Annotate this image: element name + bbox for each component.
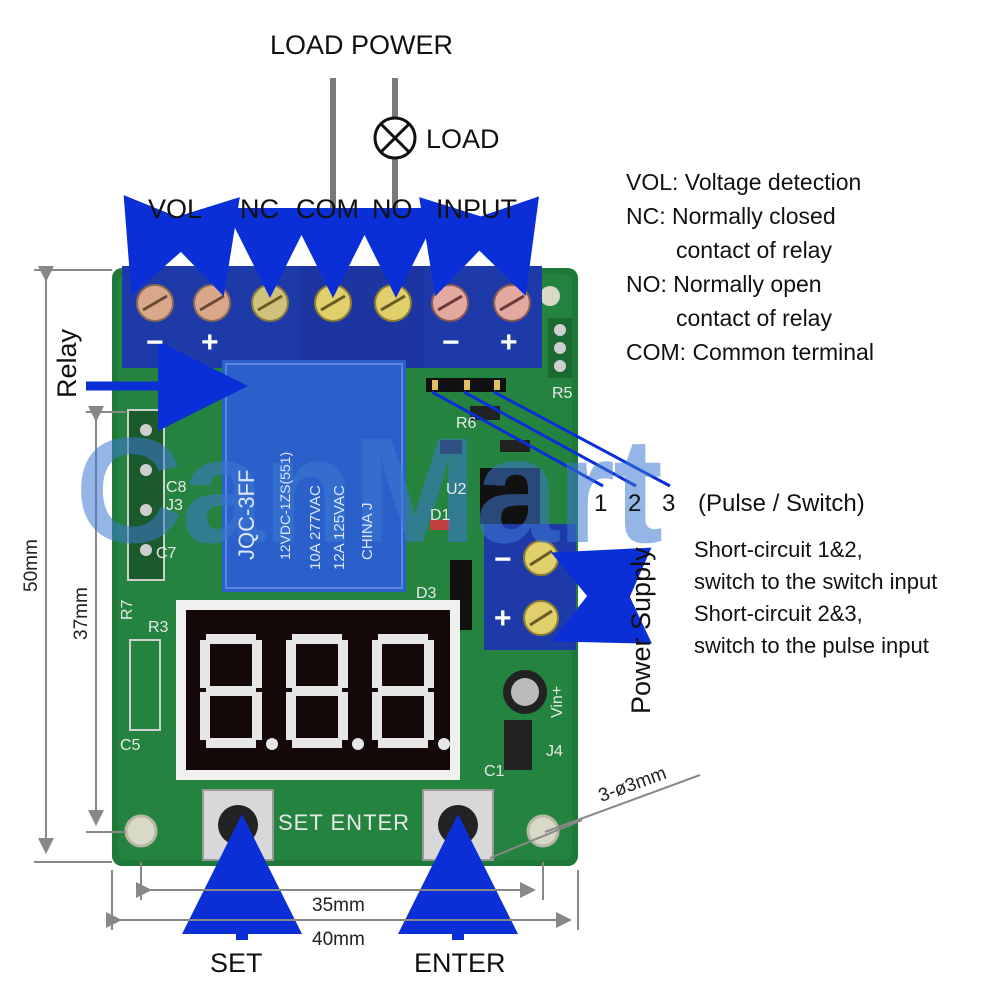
smd-components — [127, 406, 547, 770]
silkscreen-c8: C8 — [166, 479, 187, 496]
silkscreen-c1: C1 — [484, 763, 505, 780]
set-button-label: SET — [210, 948, 263, 978]
legend-nc-desc: contact of relay — [676, 237, 832, 263]
load-power-label: LOAD POWER — [270, 30, 454, 60]
terminal-label-no: NO — [372, 194, 413, 224]
load-power-wires — [330, 78, 398, 262]
watermark-logo: CanMart — [75, 406, 663, 574]
silkscreen-vin: Vin+ — [549, 685, 566, 718]
note-pulse-input: switch to the pulse input — [694, 633, 929, 658]
mounting-holes — [124, 286, 560, 848]
dimension-height-holes: 37mm — [71, 587, 92, 640]
legend-nc: NC: Normally closed — [626, 203, 836, 229]
load-lamp-icon — [373, 116, 417, 160]
terminal-label-nc: NC — [240, 194, 279, 224]
jumper-notes: Short-circuit 1&2, switch to the switch … — [694, 534, 937, 662]
jumper-pointer-lines — [431, 390, 671, 488]
terminal-label-com: COM — [296, 194, 359, 224]
relay-label: Relay — [52, 328, 82, 398]
jumper-pin-3: 3 — [662, 490, 676, 517]
note-switch-input: switch to the switch input — [694, 569, 938, 594]
relay-rating-1: 10A 277VAC — [307, 485, 324, 570]
terminal-arrows — [123, 195, 540, 298]
terminal-label-input: INPUT — [436, 194, 517, 224]
silkscreen-j4: J4 — [546, 743, 563, 760]
vol-plus-mark: + — [201, 326, 219, 359]
note-short-2-3: Short-circuit 2&3, — [694, 601, 863, 626]
relay — [222, 360, 406, 592]
dimension-lines — [34, 266, 701, 930]
legend-no-desc: contact of relay — [676, 305, 832, 331]
silkscreen-r6: R6 — [456, 415, 477, 432]
silkscreen-u2: U2 — [446, 481, 467, 498]
silkscreen-c5: C5 — [120, 737, 141, 754]
set-push-button[interactable] — [202, 789, 274, 861]
terminal-legend: VOL: Voltage detection NC: Normally clos… — [626, 165, 874, 369]
dimension-height-total: 50mm — [21, 539, 42, 592]
input-plus-mark: + — [500, 326, 518, 359]
silkscreen-r7: R7 — [119, 599, 136, 620]
terminal-label-vol: VOL — [148, 194, 203, 224]
legend-com: COM: Common terminal — [626, 339, 874, 365]
silkscreen-j3: J3 — [166, 497, 183, 514]
enter-push-button[interactable] — [422, 789, 494, 861]
dimension-width-holes: 35mm — [312, 895, 365, 916]
silkscreen-c7: C7 — [156, 545, 177, 562]
power-minus-mark: − — [494, 543, 512, 576]
silkscreen-r3: R3 — [148, 619, 169, 636]
input-minus-mark: − — [442, 326, 460, 359]
jumper-pin-2: 2 — [628, 490, 642, 517]
legend-vol: VOL: Voltage detection — [626, 169, 862, 195]
vol-minus-mark: − — [146, 326, 164, 359]
enter-button-label: ENTER — [414, 948, 506, 978]
load-label: LOAD — [426, 124, 500, 154]
legend-no: NO: Normally open — [626, 271, 822, 297]
dimension-width-total: 40mm — [312, 929, 365, 950]
pulse-switch-title: (Pulse / Switch) — [698, 490, 865, 517]
jumper-header — [426, 378, 506, 392]
relay-origin: CHINA J — [359, 502, 376, 560]
silkscreen-d1: D1 — [430, 507, 451, 524]
digit-segments — [200, 634, 450, 750]
silkscreen-d3: D3 — [416, 585, 437, 602]
silkscreen-r5: R5 — [552, 385, 573, 402]
relay-coil-text: 12VDC-1ZS(551) — [277, 451, 293, 560]
relay-rating-2: 12A 125VAC — [331, 485, 348, 570]
note-short-1-2: Short-circuit 1&2, — [694, 537, 863, 562]
power-supply-label: Power Supply — [626, 547, 656, 714]
header-pins-right — [548, 318, 572, 378]
power-supply-arrows — [551, 547, 653, 644]
power-plus-mark: + — [494, 602, 512, 635]
jumper-pin-1: 1 — [594, 490, 608, 517]
silkscreen-set-enter: SET ENTER — [278, 810, 411, 835]
relay-model-text: JQC-3FF — [234, 469, 259, 560]
